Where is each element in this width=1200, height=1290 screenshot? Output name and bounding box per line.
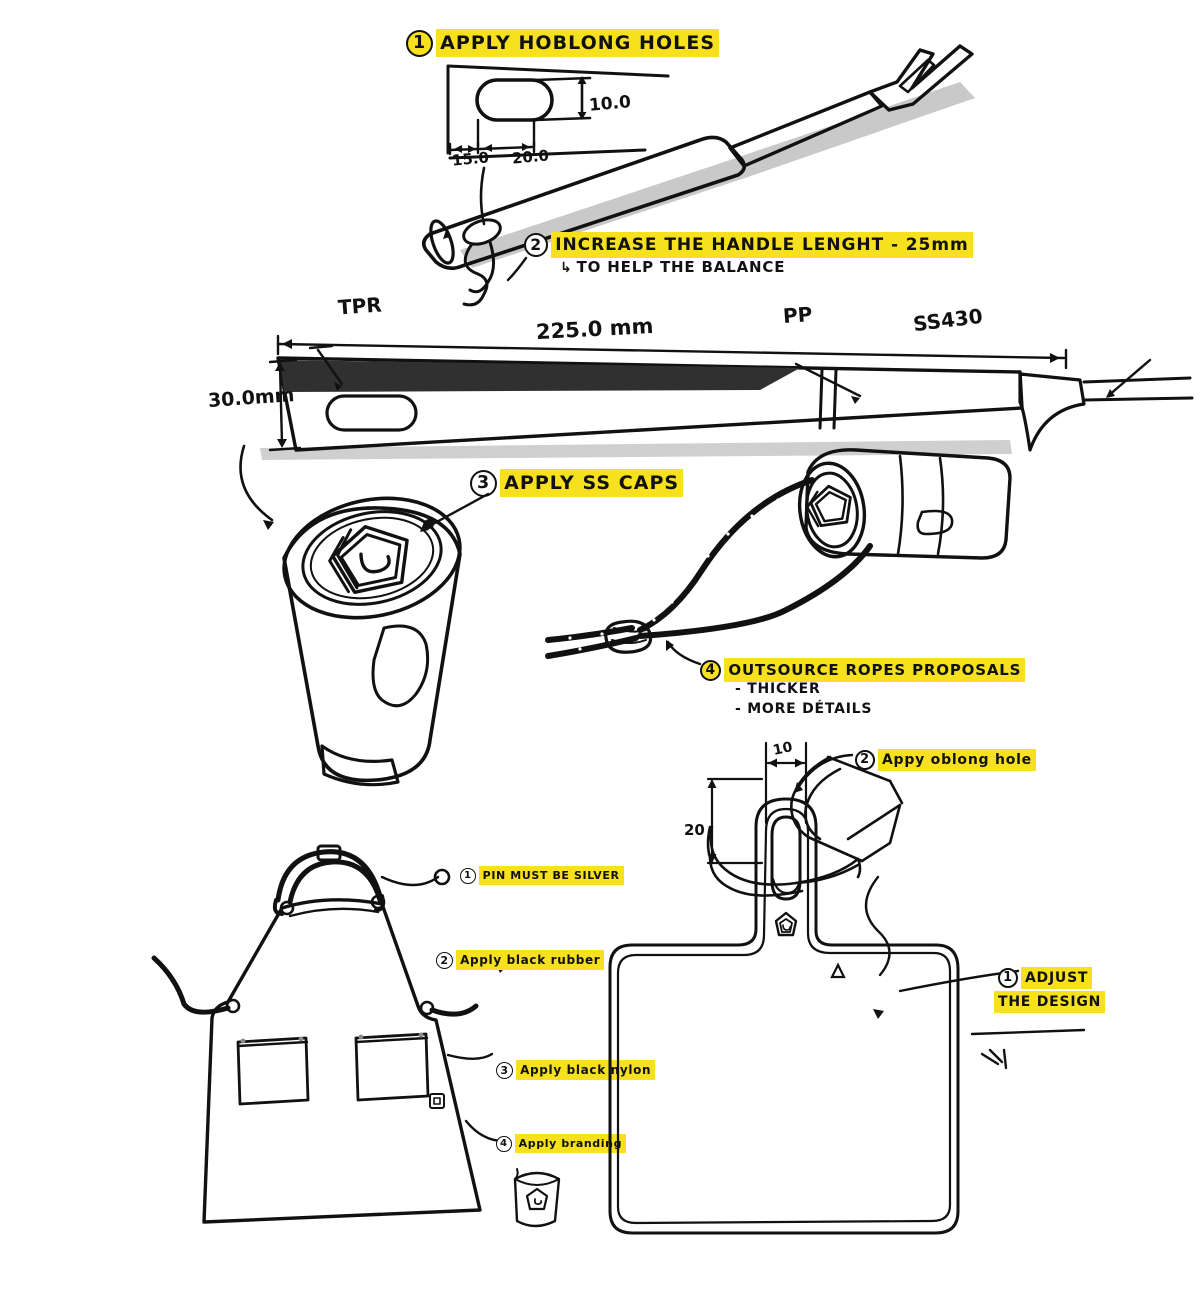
branding-band-sketch bbox=[513, 1168, 561, 1228]
callout-number-1: 1 bbox=[998, 968, 1018, 988]
sub-arrow-icon: ↳ bbox=[560, 260, 573, 276]
leader-line-handle-note bbox=[506, 256, 528, 282]
annotation-text: Appy oblong hole bbox=[879, 750, 1034, 769]
annotation-adjust-the-design-line2: THE DESIGN bbox=[996, 993, 1104, 1011]
annotation-text-line-1: ADJUST bbox=[1022, 968, 1091, 987]
dimension-board-hole-height: 20 bbox=[684, 821, 705, 839]
rope-lanyard-illustration bbox=[545, 448, 1012, 666]
apron-leader-lines bbox=[380, 868, 510, 1143]
annotation-text: APPLY SS CAPS bbox=[502, 471, 682, 496]
callout-number-2: 2 bbox=[855, 750, 875, 770]
annotation-rope-bullet-2: - MORE DÉTAILS bbox=[735, 701, 873, 717]
callout-number-2: 2 bbox=[436, 952, 454, 970]
dimension-board-hole-width: 10 bbox=[771, 739, 794, 759]
bbq-fork-illustration bbox=[421, 44, 975, 307]
annotation-balance-subnote: ↳TO HELP THE BALANCE bbox=[560, 258, 786, 276]
annotation-text: Apply branding bbox=[516, 1135, 625, 1151]
oblong-hole-detail-drawing bbox=[446, 64, 670, 160]
callout-number-1: 1 bbox=[460, 868, 476, 884]
annotation-text-line-2: THE DESIGN bbox=[996, 993, 1104, 1011]
callout-number-1: 1 bbox=[406, 30, 434, 58]
annotation-text: PIN MUST BE SILVER bbox=[480, 867, 622, 883]
annotation-text: Apply black rubber bbox=[458, 952, 603, 969]
callout-number-2: 2 bbox=[524, 233, 549, 258]
apron-illustration bbox=[151, 844, 482, 1224]
callout-number-4: 4 bbox=[700, 660, 722, 682]
underline-marks bbox=[970, 1028, 1086, 1070]
label-tpr: TPR bbox=[337, 292, 383, 320]
leader-line-ss-caps bbox=[420, 492, 490, 532]
annotation-rope-bullet-1: - THICKER bbox=[735, 681, 821, 697]
callout-number-4: 4 bbox=[496, 1136, 512, 1152]
label-pp: PP bbox=[782, 302, 814, 328]
cutting-board-illustration bbox=[608, 741, 1020, 1235]
ss-cap-handle-illustration bbox=[239, 444, 462, 787]
annotation-text: APPLY HOBLONG HOLES bbox=[438, 31, 718, 56]
annotation-text: OUTSOURCE ROPES PROPOSALS bbox=[726, 660, 1024, 681]
callout-number-3: 3 bbox=[496, 1062, 514, 1080]
annotation-subtext: TO HELP THE BALANCE bbox=[576, 258, 786, 276]
annotation-text: INCREASE THE HANDLE LENGHT - 25mm bbox=[553, 234, 971, 257]
